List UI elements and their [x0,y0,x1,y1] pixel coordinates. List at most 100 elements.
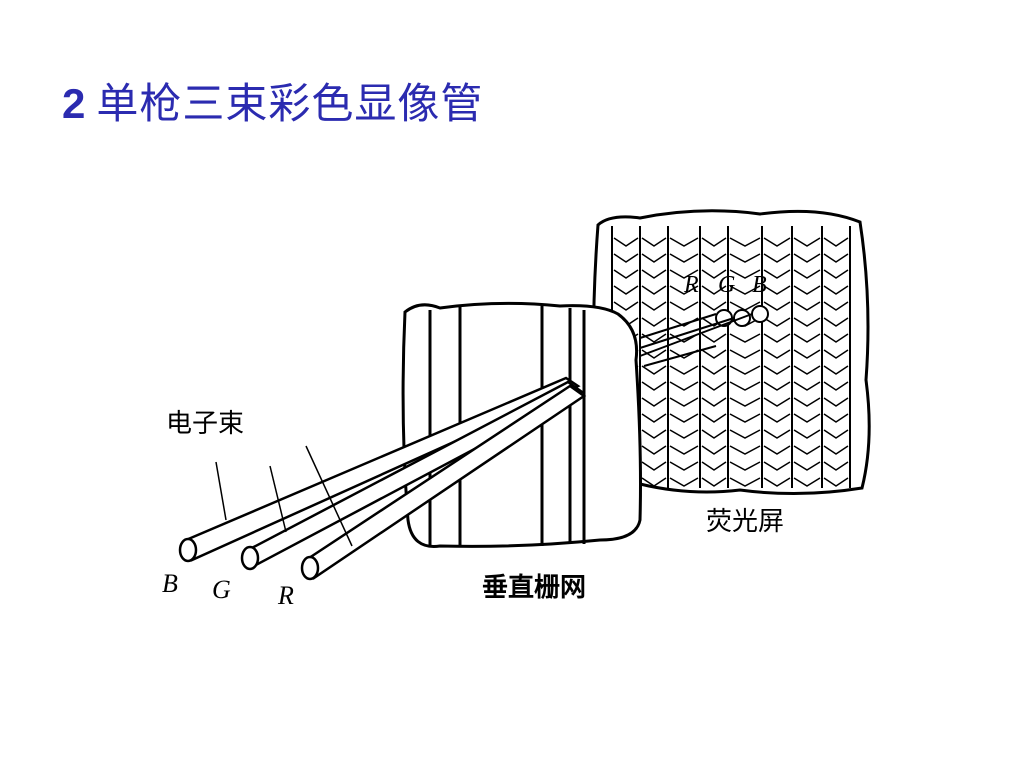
phosphor-chevron [793,269,821,279]
gun-letter-r: R [277,581,294,610]
phosphor-chevron [763,333,791,343]
phosphor-chevron [641,253,667,263]
phosphor-chevron [701,397,727,407]
phosphor-chevron [701,349,727,359]
phosphor-chevron [763,477,791,487]
electron-beams [178,376,587,581]
phosphor-chevron [669,381,699,391]
phosphor-chevron [641,445,667,455]
phosphor-chevron [641,413,667,423]
phosphor-chevron [669,253,699,263]
phosphor-chevron [613,301,639,311]
slide-title-text: 单枪三束彩色显像管 [96,79,484,128]
phosphor-chevron [793,445,821,455]
phosphor-chevron [641,269,667,279]
phosphor-chevron [793,349,821,359]
phosphor-chevron [763,301,791,311]
phosphor-chevron [701,429,727,439]
phosphor-chevron [729,445,761,455]
phosphor-chevron [701,269,727,279]
phosphor-chevron [641,461,667,471]
phosphor-chevron [613,253,639,263]
phosphor-chevron [793,397,821,407]
phosphor-chevron [823,301,849,311]
phosphor-chevron [729,429,761,439]
phosphor-chevron [823,397,849,407]
beam-end-b [178,537,198,563]
phosphor-screen-label: 荧光屏 [706,507,784,537]
phosphor-chevron [763,237,791,247]
screen-letter-r: R [683,272,699,298]
screen-letter-b: B [752,272,767,298]
phosphor-chevron [763,269,791,279]
phosphor-chevron [793,365,821,375]
phosphor-chevron [669,477,699,487]
phosphor-chevron [729,477,761,487]
phosphor-chevron [641,397,667,407]
phosphor-chevron [701,381,727,391]
phosphor-chevron [763,349,791,359]
phosphor-chevron [793,333,821,343]
phosphor-chevron [729,349,761,359]
phosphor-chevron [823,253,849,263]
phosphor-chevron [763,445,791,455]
phosphor-chevron [701,333,727,343]
phosphor-chevron [793,253,821,263]
phosphor-chevron [729,413,761,423]
phosphor-chevron [669,365,699,375]
phosphor-chevron [613,237,639,247]
phosphor-chevron [793,477,821,487]
phosphor-chevron [793,285,821,295]
phosphor-chevron [823,269,849,279]
phosphor-chevron [701,285,727,295]
phosphor-chevron [823,461,849,471]
phosphor-chevron [701,477,727,487]
phosphor-chevron [669,397,699,407]
phosphor-chevron [729,365,761,375]
phosphor-chevron [793,301,821,311]
phosphor-chevron [669,429,699,439]
phosphor-chevron [641,429,667,439]
phosphor-chevron [701,365,727,375]
gun-letter-b: B [162,569,178,598]
phosphor-chevron [641,349,667,359]
phosphor-chevron [701,461,727,471]
phosphor-chevron [793,317,821,327]
phosphor-chevron [729,237,761,247]
vertical-grille-label: 垂直栅网 [482,572,586,603]
phosphor-chevron [763,461,791,471]
phosphor-chevron [823,429,849,439]
phosphor-chevron [669,461,699,471]
phosphor-chevron [823,237,849,247]
beam-end-r [300,555,320,581]
phosphor-chevron [729,381,761,391]
phosphor-chevron [701,301,727,311]
screen-letter-g: G [718,272,735,298]
phosphor-chevron [823,349,849,359]
phosphor-screen [591,209,871,496]
phosphor-chevron [641,365,667,375]
phosphor-chevron [763,365,791,375]
phosphor-chevron [763,381,791,391]
phosphor-chevron [641,317,667,327]
phosphor-chevron [701,253,727,263]
leader-lines [215,445,353,547]
phosphor-chevron [823,477,849,487]
beams-to-screen [639,313,753,367]
phosphor-chevron [701,413,727,423]
phosphor-chevron [729,269,761,279]
phosphor-chevron [823,445,849,455]
phosphor-chevron [701,237,727,247]
phosphor-chevron [763,317,791,327]
phosphor-chevron [701,445,727,455]
phosphor-chevron [669,285,699,295]
phosphor-chevron [763,285,791,295]
phosphor-chevron [763,413,791,423]
phosphor-chevron [729,397,761,407]
beam-spot-b [751,305,769,323]
phosphor-chevron [823,317,849,327]
phosphor-chevron [641,477,667,487]
phosphor-chevron [793,381,821,391]
